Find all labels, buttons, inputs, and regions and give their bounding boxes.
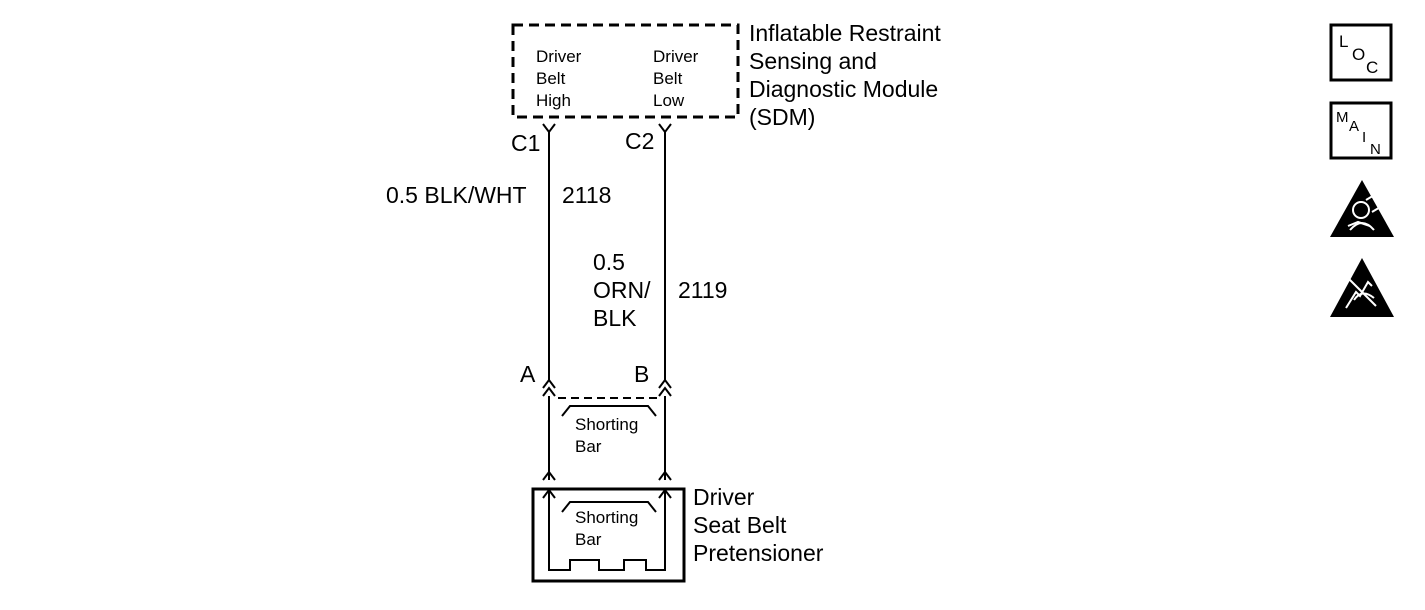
connector-b-chevron-lower (658, 386, 672, 397)
connector-a-chevron-upper (542, 378, 556, 389)
main-icon-letter-a: A (1349, 118, 1359, 135)
pretensioner-title-line-2: Seat Belt (693, 512, 787, 538)
main-icon-letter-m: M (1336, 109, 1349, 126)
lower-shorting-bar (561, 501, 657, 513)
esd-warning-icon[interactable] (1330, 258, 1394, 317)
upper-shorting-bar-label-1: Shorting (575, 415, 638, 434)
pretensioner-title-line-1: Driver (693, 484, 755, 510)
loc-icon[interactable]: L O C (1329, 23, 1393, 82)
main-icon-letter-i: I (1362, 129, 1366, 146)
pretensioner-pin-b-chevron (658, 470, 672, 481)
loc-icon-letter-o: O (1352, 45, 1365, 64)
connector-c1-chevron (542, 123, 556, 134)
wire-2119-circuit-label: 2119 (678, 277, 727, 303)
upper-shorting-bar (561, 405, 657, 417)
sdm-pin-left-label-1: Driver (536, 47, 582, 66)
lower-shorting-bar-label-1: Shorting (575, 508, 638, 527)
connector-b-chevron-upper (658, 378, 672, 389)
pretensioner-inner-outline (548, 490, 666, 571)
pretensioner-pin-a-inner-chevron (542, 488, 556, 499)
sdm-title-line-1: Inflatable Restraint (749, 20, 941, 46)
connector-c1-label: C1 (511, 130, 540, 156)
sdm-module-box (511, 23, 740, 119)
connector-a-label: A (520, 361, 536, 387)
loc-icon-letter-l: L (1339, 32, 1348, 51)
wire-2119-color-label-2: ORN/ (593, 277, 651, 303)
connector-b-label: B (634, 361, 649, 387)
wire-2119-color-label-1: 0.5 (593, 249, 625, 275)
airbag-warning-icon[interactable] (1330, 180, 1394, 237)
sdm-title-line-3: Diagnostic Module (749, 76, 938, 102)
sdm-pin-left-label-2: Belt (536, 69, 566, 88)
sdm-pin-right-label-3: Low (653, 91, 685, 110)
connector-a-chevron-lower (542, 386, 556, 397)
pretensioner-pin-a-chevron (542, 470, 556, 481)
pretensioner-title-line-3: Pretensioner (693, 540, 824, 566)
pretensioner-outer-box (531, 487, 686, 583)
connector-c2-label: C2 (625, 128, 654, 154)
wire-2119-color-label-3: BLK (593, 305, 637, 331)
loc-icon-letter-c: C (1366, 58, 1378, 77)
sdm-title-line-4: (SDM) (749, 104, 815, 130)
sdm-pin-right-label-2: Belt (653, 69, 683, 88)
wire-2118-circuit-label: 2118 (562, 182, 611, 208)
upper-shorting-bar-label-2: Bar (575, 437, 602, 456)
wire-2118-color-label: 0.5 BLK/WHT (386, 182, 527, 208)
pretensioner-pin-b-inner-chevron (658, 488, 672, 499)
sdm-pin-right-label-1: Driver (653, 47, 699, 66)
connector-c2-chevron (658, 123, 672, 134)
lower-shorting-bar-label-2: Bar (575, 530, 602, 549)
sdm-title-line-2: Sensing and (749, 48, 877, 74)
main-icon-letter-n: N (1370, 141, 1381, 158)
sdm-pin-left-label-3: High (536, 91, 571, 110)
main-icon[interactable]: M A I N (1329, 101, 1393, 160)
